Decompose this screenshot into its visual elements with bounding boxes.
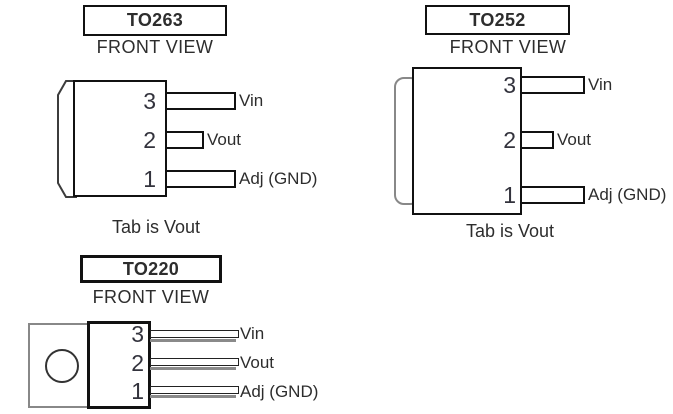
mounting-hole — [45, 349, 79, 383]
package-title-box: TO220 — [80, 255, 222, 283]
pin-number: 1 — [143, 166, 156, 192]
pin-label: Vout — [240, 353, 275, 372]
pin-number: 2 — [131, 350, 144, 376]
tab-note: Tab is Vout — [465, 221, 555, 241]
tab-note: Tab is Vout — [111, 217, 201, 237]
front-view-label: FRONT VIEW — [449, 37, 567, 57]
package-title-box: TO263 — [83, 5, 227, 36]
pin-label: Adj (GND) — [240, 382, 319, 401]
pin-label: Vout — [207, 130, 242, 149]
package-title: TO220 — [122, 258, 180, 279]
pin-lead — [165, 170, 236, 188]
pin-label: Vin — [240, 324, 265, 343]
front-view-label: FRONT VIEW — [92, 287, 210, 307]
pin-number: 3 — [131, 321, 144, 347]
pin-lead — [520, 186, 585, 204]
pin-label: Vin — [239, 91, 264, 110]
pin-lead — [150, 330, 239, 338]
pin-lead-shadow — [150, 367, 236, 370]
pin-label: Adj (GND) — [588, 185, 667, 204]
pin-number: 2 — [503, 127, 516, 153]
pin-lead — [520, 131, 554, 149]
pin-number: 1 — [131, 378, 144, 404]
pin-lead — [150, 358, 239, 366]
pin-label: Adj (GND) — [239, 169, 318, 188]
pin-lead — [520, 76, 585, 94]
pin-lead — [150, 386, 239, 394]
pin-number: 1 — [503, 182, 516, 208]
package-tab — [57, 80, 77, 198]
pin-lead-shadow — [150, 395, 236, 398]
package-title: TO252 — [469, 9, 526, 30]
pin-lead — [165, 92, 236, 110]
package-body — [412, 67, 522, 215]
pin-number: 3 — [143, 88, 156, 114]
pin-number: 3 — [503, 72, 516, 98]
pin-lead-shadow — [150, 339, 236, 342]
pin-lead — [165, 131, 204, 149]
pin-label: Vout — [557, 130, 592, 149]
pin-label: Vin — [588, 75, 613, 94]
package-title: TO263 — [126, 10, 184, 30]
package-body — [87, 321, 151, 409]
package-title-box: TO252 — [425, 5, 570, 35]
front-view-label: FRONT VIEW — [96, 37, 214, 57]
pin-number: 2 — [143, 127, 156, 153]
